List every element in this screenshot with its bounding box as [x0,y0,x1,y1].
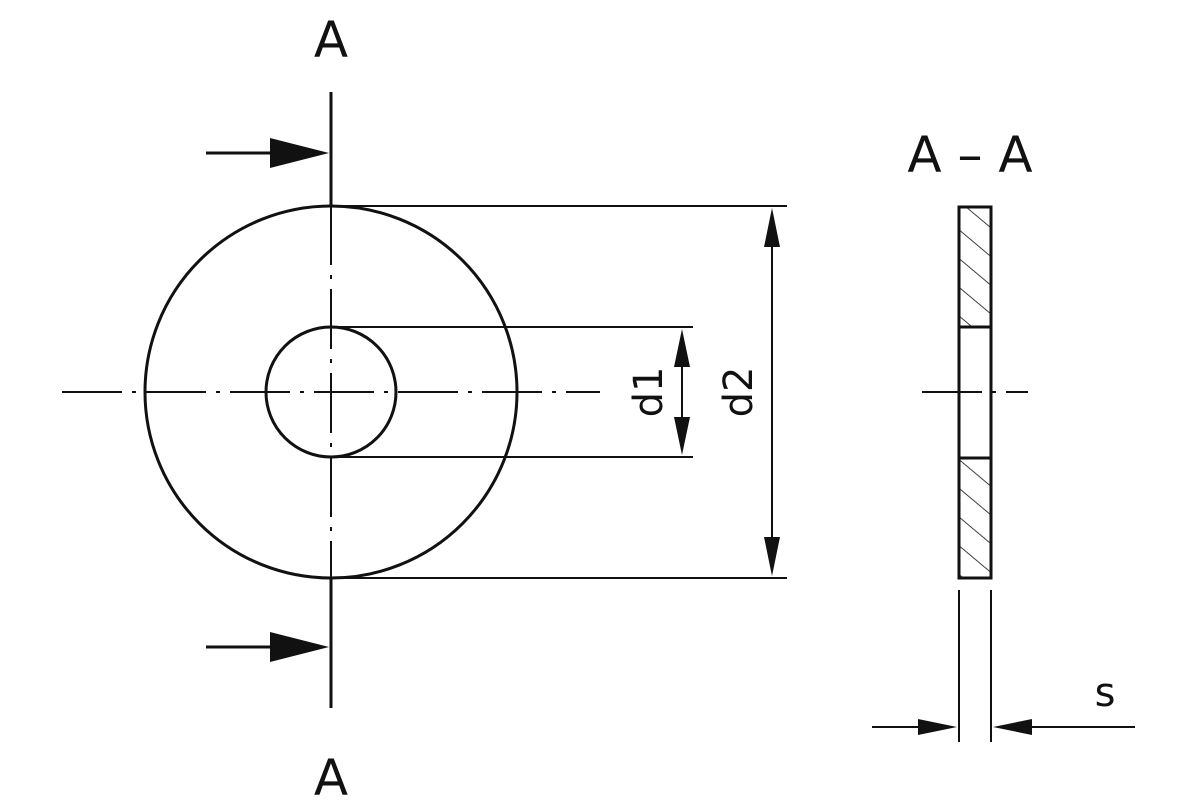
dimension-d1: d1 [331,326,693,458]
section-hatch-lower [959,458,991,578]
s-arrow-left [918,719,957,735]
s-arrow-right [993,719,1032,735]
section-view-title: A – A [907,126,1032,184]
d1-label: d1 [626,367,672,418]
section-mark-top: A [314,11,348,69]
dimension-s: s [872,590,1135,742]
s-label: s [1095,670,1116,716]
d2-arrow-top [764,208,780,247]
front-view: A A [62,11,600,800]
view-arrow-top-head [270,138,329,168]
dimension-d2: d2 [331,205,787,579]
section-hatch-upper [959,207,991,327]
d1-arrow-top [674,329,690,367]
d2-label: d2 [716,367,762,418]
d1-arrow-bottom [674,417,690,455]
d2-arrow-bottom [764,537,780,576]
section-mark-bottom: A [314,749,348,800]
view-arrow-bottom-head [270,632,329,662]
section-view: A – A [907,126,1033,580]
